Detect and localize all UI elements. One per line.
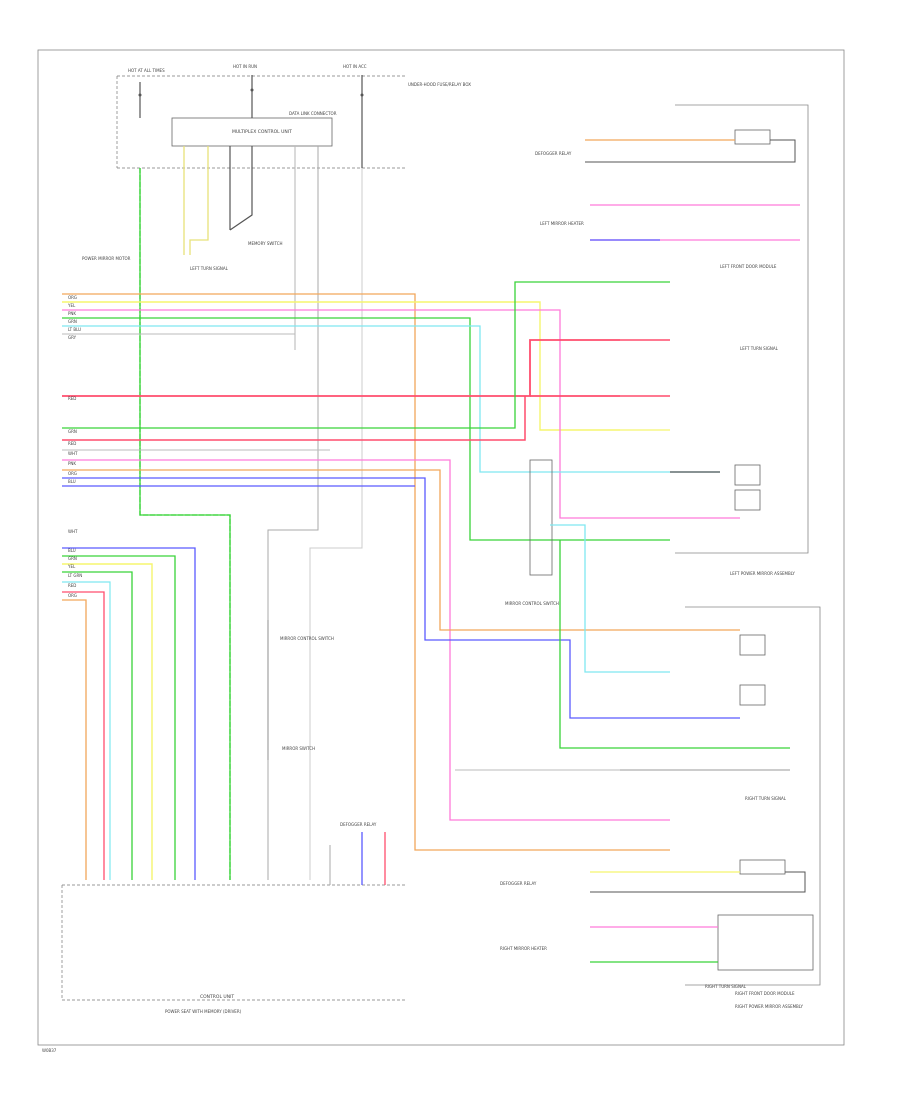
left-turn-signal-right-label: LEFT TURN SIGNAL [740,346,779,351]
wire-label-yel: YEL [67,303,76,308]
hot-in-run-label: HOT IN RUN [233,64,257,69]
wire-label-red-3: RED [68,583,76,588]
hot-at-all-times-label: HOT AT ALL TIMES [128,68,165,73]
right-front-door-module-label: RIGHT FRONT DOOR MODULE [735,991,795,996]
defogger-relay-bottom-label: DEFOGGER RELAY [340,822,377,827]
under-hood-fuse-label: UNDER-HOOD FUSE/RELAY BOX [408,82,471,87]
right-turn-signal-label: RIGHT TURN SIGNAL [745,796,787,801]
mirror-control-switch-label: MIRROR CONTROL SWITCH [280,636,334,641]
mirror-switch-area: MIRROR CONTROL SWITCH MIRROR SWITCH MIRR… [267,459,620,771]
wire-label-ltblu: LT BLU [68,327,81,332]
wire-label-blu: BLU [68,479,76,484]
wire-label-org-3: ORG [68,593,77,598]
wire-label-pnk: PNK [68,311,76,316]
wire-label-grn-2: GRN [68,429,77,434]
mirror-switch-label: MIRROR SWITCH [282,746,315,751]
lower-wire-bundle: WHT BLU GRN YEL LT GRN RED ORG [62,529,196,880]
left-door-module: LEFT POWER MIRROR ASSEMBLY LEFT FRONT DO… [535,104,809,576]
diagram-frame [37,49,845,1046]
control-unit-label: CONTROL UNIT [200,994,234,1000]
hot-in-acc-label: HOT IN ACC [343,64,367,69]
wire-label-wht-2: WHT [68,529,78,534]
wire-label-gry: GRY [68,335,77,340]
fuse-box-wires: LEFT TURN SIGNAL MEMORY SWITCH POWER MIR… [82,146,363,880]
wire-label-red: RED [68,396,76,401]
wire-label-ltgrn: LT GRN [68,573,82,578]
wire-label-pnk-2: PNK [68,461,76,466]
mirror-switch-center-label: MIRROR CONTROL SWITCH [505,601,559,606]
wire-label-grn-3: GRN [68,556,77,561]
right-door-module: RIGHT POWER MIRROR ASSEMBLY RIGHT FRONT … [500,606,821,1009]
data-link-label: DATA LINK CONNECTOR [289,111,337,116]
right-mirror-heater-label: RIGHT MIRROR HEATER [500,946,547,951]
defogger-relay-label: DEFOGGER RELAY [535,151,572,156]
wire-label-grn: GRN [68,319,77,324]
wire-label-org: ORG [68,295,77,300]
wire-label-blu-2: BLU [68,548,76,553]
power-seat-label: POWER SEAT WITH MEMORY (DRIVER) [165,1009,242,1014]
left-power-mirror-label: LEFT POWER MIRROR ASSEMBLY [730,571,795,576]
upper-wire-bundle: ORG YEL PNK GRN LT BLU GRY RED GRN RED W… [62,281,620,851]
left-turn-signal-label: LEFT TURN SIGNAL [190,266,229,271]
defogger-relay-right-label: DEFOGGER RELAY [500,881,537,886]
footer-code: W0B37 [42,1048,57,1053]
right-turn-signal-bottom-label: RIGHT TURN SIGNAL [705,984,747,989]
memory-switch-label: MEMORY SWITCH [248,241,283,246]
mirror-heater-left-label: LEFT MIRROR HEATER [540,221,584,226]
wire-label-wht: WHT [68,451,78,456]
control-unit-connector: CONTROL UNIT POWER SEAT WITH MEMORY (DRI… [61,822,405,1014]
right-power-mirror-label: RIGHT POWER MIRROR ASSEMBLY [735,1004,803,1009]
power-mirror-motor-label: POWER MIRROR MOTOR [82,256,131,261]
control-unit-top-label: MULTIPLEX CONTROL UNIT [232,129,292,135]
wire-label-red-2: RED [68,441,76,446]
left-front-door-module-label: LEFT FRONT DOOR MODULE [720,264,777,269]
wire-label-yel-2: YEL [67,564,76,569]
wire-label-org-2: ORG [68,471,77,476]
fuse-relay-box: MULTIPLEX CONTROL UNIT HOT AT ALL TIMES … [116,64,471,169]
